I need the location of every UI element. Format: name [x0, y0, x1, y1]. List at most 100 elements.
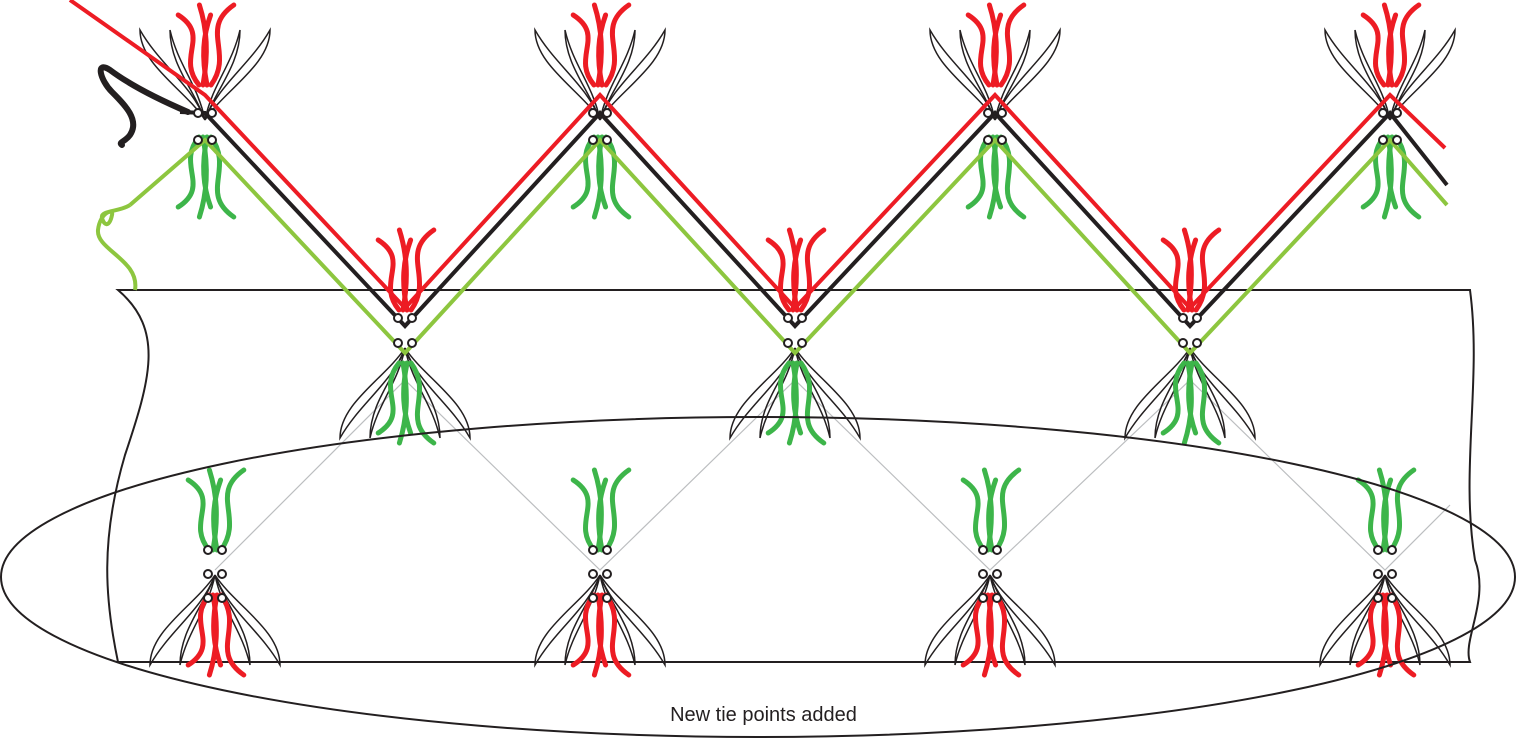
new-red-ties-3 [1373, 593, 1397, 603]
red-tuft-top-1 [570, 2, 632, 88]
tie-point [1387, 545, 1397, 555]
new-green-tuft-1 [570, 467, 632, 553]
tuft-strand [986, 477, 999, 553]
bottom-black-ties-2 [1178, 338, 1202, 348]
tie-point [978, 545, 988, 555]
new-red-tuft-2 [960, 592, 1022, 678]
tuft-strand [408, 227, 437, 313]
tuft-strand [1386, 134, 1399, 210]
top-black-ties-3 [1378, 108, 1402, 118]
tie-point [1392, 135, 1402, 145]
new-black-ties-3 [1373, 569, 1397, 579]
tuft-strand [1186, 237, 1199, 313]
tuft-strand [570, 12, 597, 88]
tie-point [588, 569, 598, 579]
tie-point [783, 338, 793, 348]
tie-point [193, 135, 203, 145]
thread-loop [994, 27, 1061, 121]
tie-point [992, 545, 1002, 555]
green-tuft-top-3 [1360, 134, 1422, 220]
thread-loop [1389, 29, 1426, 121]
fabric-panel [106, 289, 1481, 663]
tuft-strand [965, 12, 992, 88]
tuft-strand [1186, 360, 1199, 436]
tie-point [1387, 593, 1397, 603]
tuft-strand [993, 592, 1022, 678]
bottom-black-ties-0 [393, 338, 417, 348]
thread-loop [139, 27, 206, 121]
tie-point [1387, 569, 1397, 579]
red-tuft-top-2 [965, 2, 1027, 88]
tuft-strand [596, 477, 609, 553]
tuft-strand [211, 477, 224, 553]
tuft-strand [185, 477, 212, 553]
tie-point [1178, 313, 1188, 323]
tuft-strand [1193, 227, 1222, 313]
new-red-ties-0 [203, 593, 227, 603]
thread-loop [1189, 347, 1256, 441]
new-black-ties-0 [203, 569, 227, 579]
new-tie-points-ellipse [0, 416, 1516, 738]
top-black-ties-1 [588, 108, 612, 118]
caption-new-tie-points: New tie points added [670, 704, 857, 726]
tuft-strand [1193, 360, 1222, 446]
tuft-strand [1381, 477, 1394, 553]
new-red-ties-1 [588, 593, 612, 603]
thread-loop [794, 347, 861, 441]
thread-loop [534, 27, 601, 121]
tie-point [1378, 135, 1388, 145]
thread-loop [1384, 574, 1451, 668]
tie-point [1392, 108, 1402, 118]
new-green-ties-1 [588, 545, 612, 555]
tie-point [217, 545, 227, 555]
top-lime-ties-1 [588, 135, 612, 145]
tuft-strand [596, 592, 609, 668]
highlight-ellipse [0, 416, 1516, 738]
tuft-strand [603, 467, 632, 553]
thread-loop [534, 574, 601, 668]
tuft-strand [211, 592, 224, 668]
tie-point [983, 135, 993, 145]
tuft-strand [998, 2, 1027, 88]
tie-point [203, 569, 213, 579]
bottom-red-ties-1 [783, 313, 807, 323]
tuft-strand [1381, 592, 1394, 668]
guide-lines [214, 379, 1451, 571]
tuft-strand [1388, 592, 1417, 678]
new-green-tuft-0 [185, 467, 247, 553]
tuft-strand [1386, 12, 1399, 88]
tie-point [1178, 338, 1188, 348]
thread-loop [994, 29, 1031, 121]
thread-loop [1324, 27, 1391, 121]
new-green-ties-3 [1373, 545, 1397, 555]
tuft-strand [1360, 12, 1387, 88]
tuft-strand [375, 237, 402, 313]
lime-zigzag-thread [128, 137, 1449, 356]
tuft-strand [596, 134, 609, 210]
thread-loop [1124, 347, 1191, 441]
tuft-strand [570, 477, 597, 553]
tie-point [602, 593, 612, 603]
tuft-strand [993, 467, 1022, 553]
tie-point [193, 108, 203, 118]
green-tuft-bottom-0 [375, 360, 437, 446]
top-loops-2 [929, 27, 1061, 121]
top-loops-3 [1324, 27, 1456, 121]
tie-point [588, 135, 598, 145]
tie-point [407, 313, 417, 323]
tie-point [217, 569, 227, 579]
red-tuft-top-0 [175, 2, 237, 88]
guide-zigzag-line [214, 379, 1451, 571]
thread-loop [1319, 574, 1386, 668]
thread-loop [404, 347, 471, 441]
needle-icon [97, 64, 191, 148]
tuft-strand [965, 134, 992, 210]
top-black-ties-2 [983, 108, 1007, 118]
top-lime-ties-2 [983, 135, 1007, 145]
thread-loop [989, 574, 1056, 668]
tie-point [997, 108, 1007, 118]
tuft-strand [765, 360, 792, 436]
tuft-strand [570, 134, 597, 210]
tuft-strand [201, 134, 214, 210]
